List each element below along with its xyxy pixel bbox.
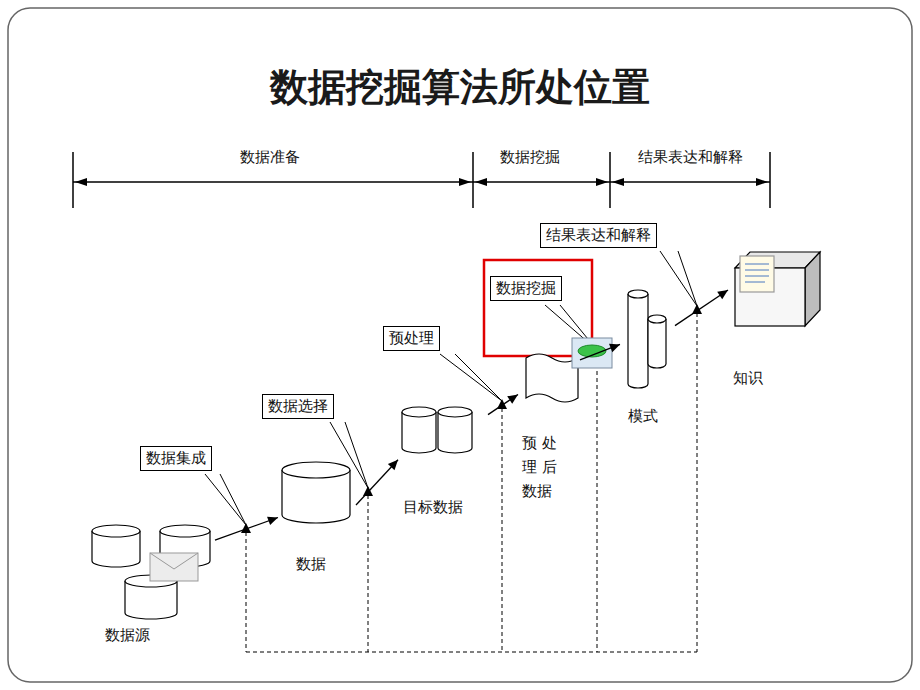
phase-label: 数据准备: [237, 148, 303, 167]
callout-text: 数据挖掘: [496, 279, 556, 298]
stage-node: 目标数据: [398, 400, 488, 522]
stage-node: 知识: [728, 245, 823, 395]
slide-title: 数据挖掘算法所处位置: [0, 62, 920, 113]
stage-node: 预 处 理 后 数据: [518, 345, 580, 510]
callout-box: 数据集成: [140, 446, 212, 471]
arrow-head: [507, 395, 518, 404]
stage-node: 数据: [278, 455, 356, 580]
phase-label: 结果表达和解释: [635, 148, 746, 167]
arrow-line: [675, 290, 728, 326]
callout-box: 数据选择: [262, 394, 334, 419]
callout-text: 预处理: [389, 329, 434, 348]
flow-arrow: [675, 290, 728, 326]
flow-arrow: [580, 344, 620, 360]
stage-label: 预 处 理 后 数据: [522, 431, 564, 503]
callout-box: 数据挖掘: [490, 276, 562, 301]
phase-label: 数据挖掘: [497, 148, 563, 167]
flow-arrow: [215, 517, 278, 541]
mail-icon: [572, 338, 612, 368]
knowledge-box: [735, 252, 820, 326]
arrow-head: [717, 290, 728, 299]
stage-node: 数据源: [85, 515, 215, 655]
arrow-line: [356, 460, 398, 505]
arrow-line: [215, 518, 278, 541]
database-cylinders: [92, 290, 666, 619]
stage-node: 模式: [620, 285, 675, 430]
arrow-line: [580, 344, 620, 359]
callout-text: 数据选择: [268, 397, 328, 416]
arrow-head: [609, 344, 620, 352]
arrow-line: [488, 395, 518, 415]
slide-border: [8, 8, 912, 682]
callout-leaders: [205, 251, 697, 525]
stage-label: 知识: [733, 369, 763, 388]
envelope-icon: [150, 553, 198, 581]
arrow-head: [388, 460, 398, 470]
flow-arrow: [356, 460, 398, 505]
callout-box: 结果表达和解释: [540, 223, 657, 248]
callout-box: 预处理: [383, 326, 440, 351]
stage-label: 目标数据: [403, 498, 463, 517]
stage-label: 模式: [628, 407, 658, 426]
callout-text: 结果表达和解释: [546, 226, 651, 245]
callout-text: 数据集成: [146, 449, 206, 468]
stage-label: 数据: [296, 555, 326, 574]
flow-arrow: [488, 395, 518, 415]
stage-label: 数据源: [105, 626, 150, 645]
arrow-head: [267, 517, 278, 525]
